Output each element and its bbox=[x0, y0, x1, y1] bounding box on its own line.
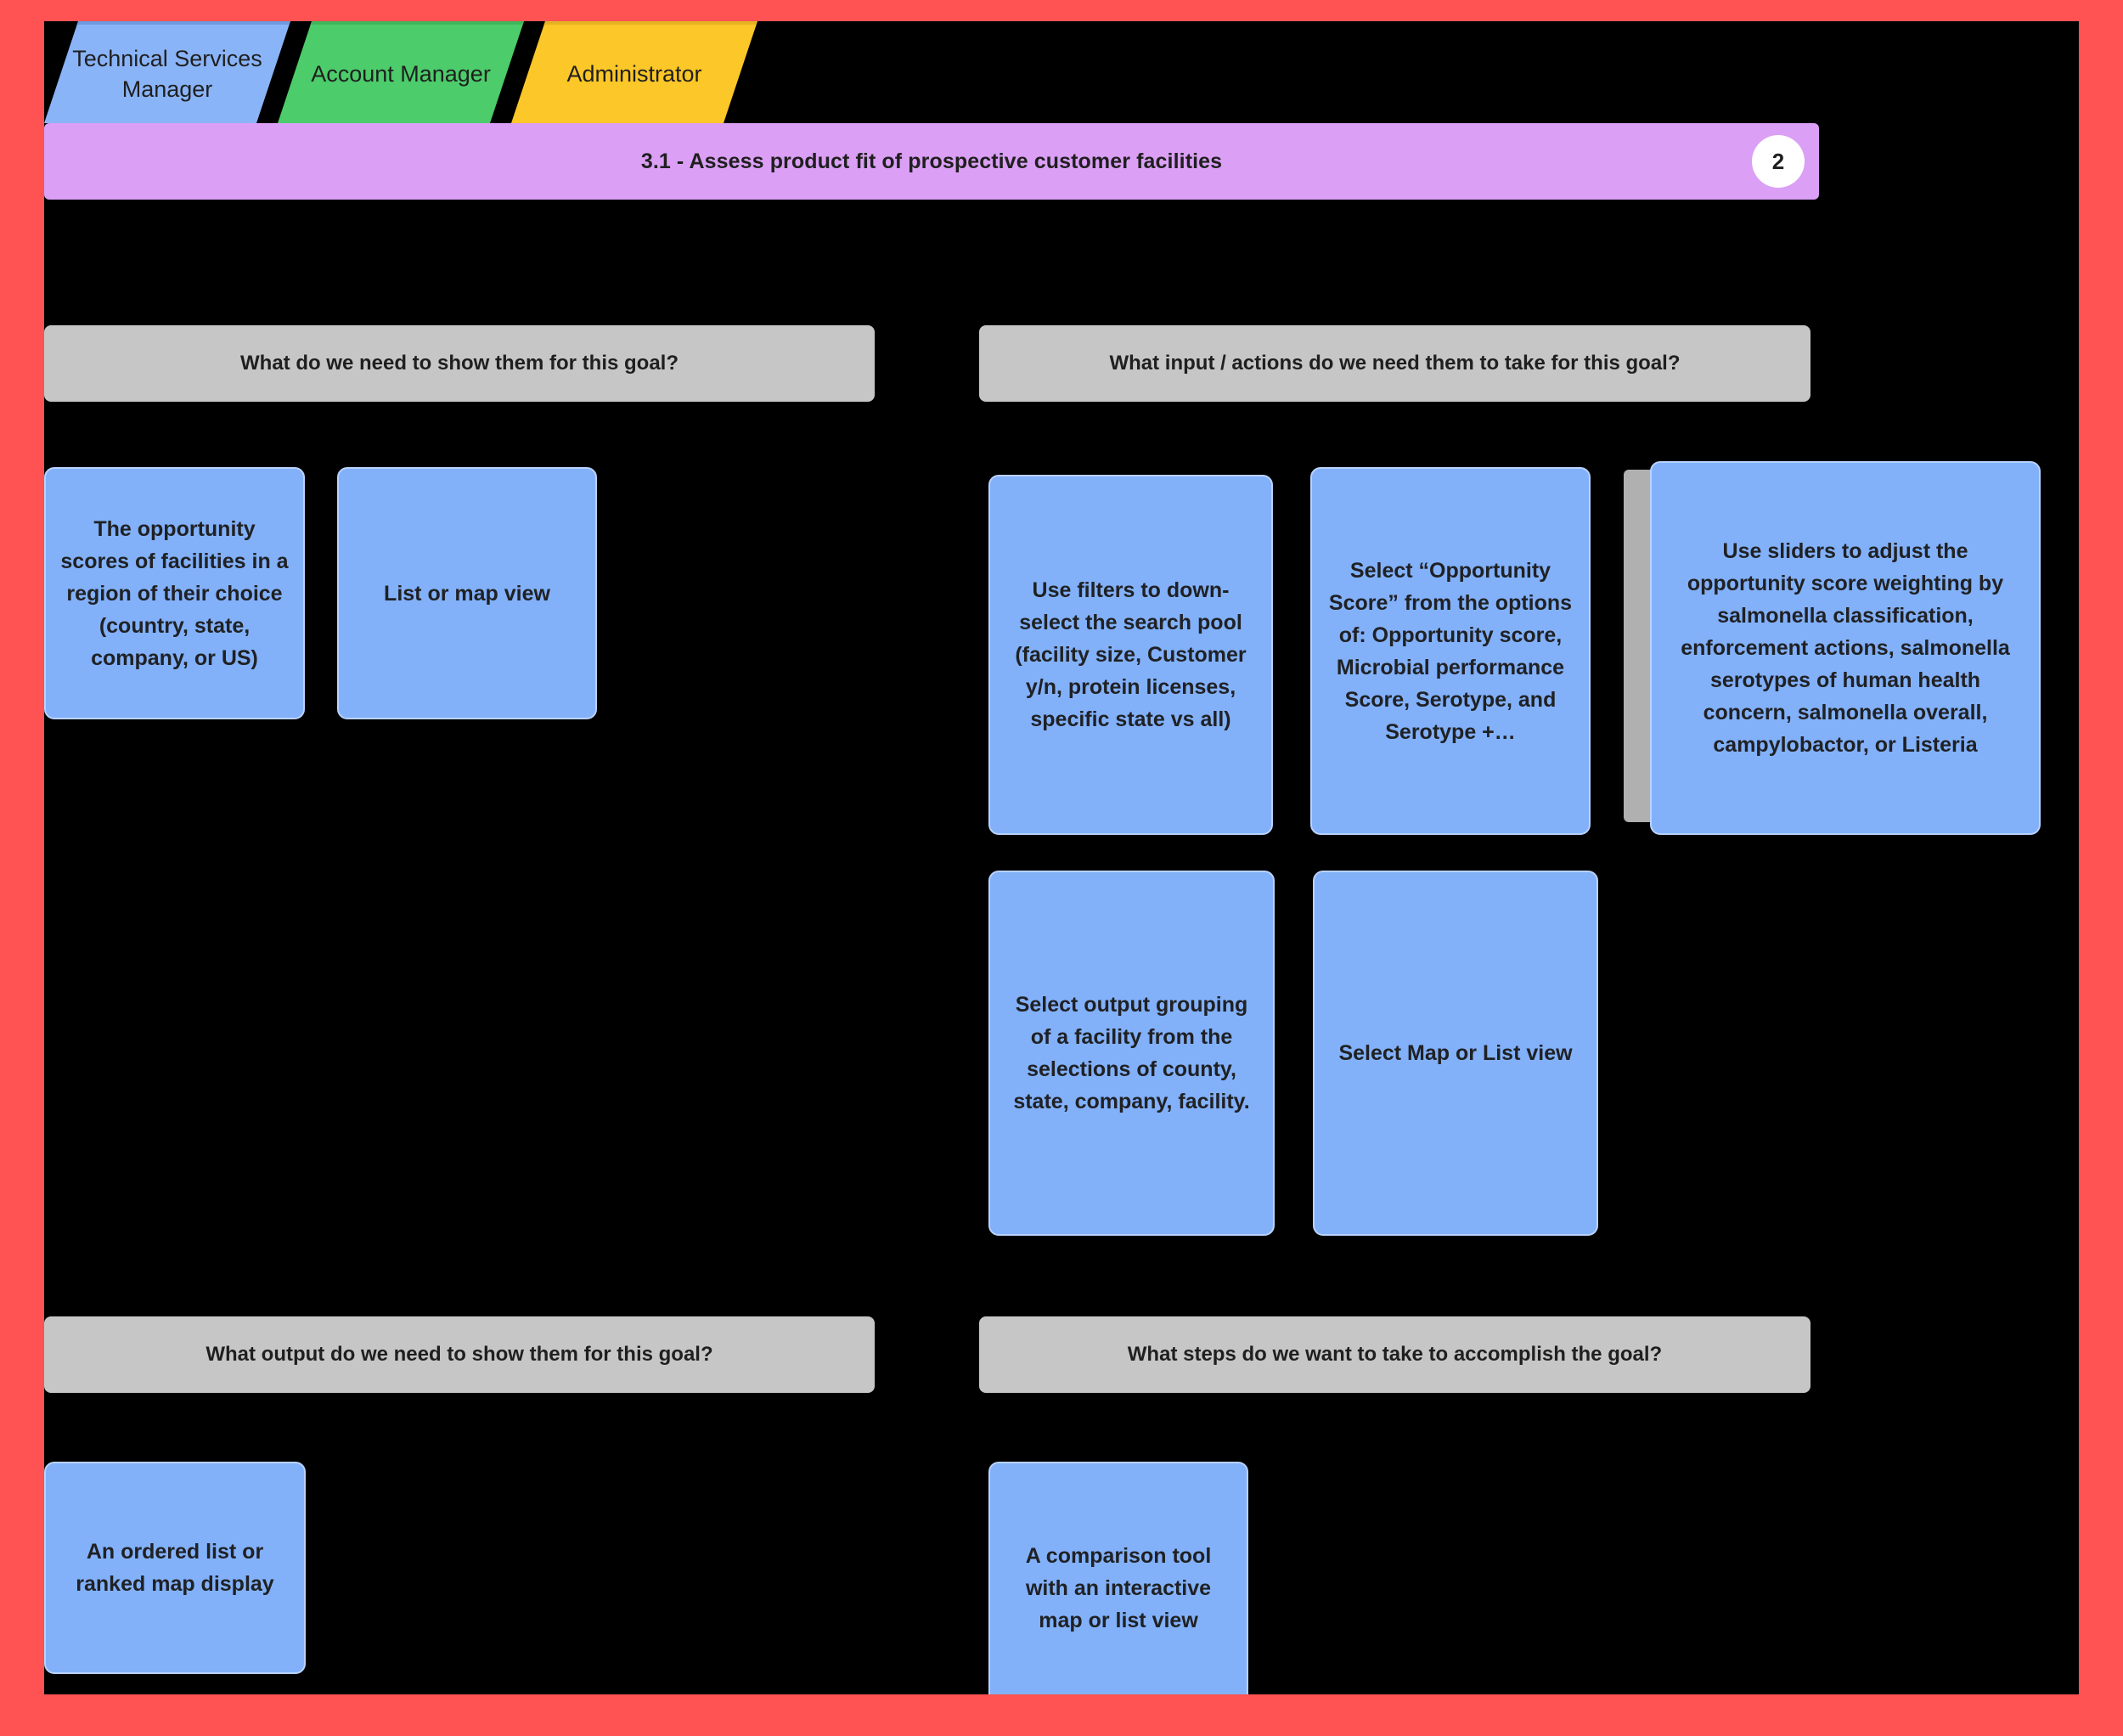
goal-count-badge[interactable]: 2 bbox=[1752, 135, 1805, 188]
section-header-output[interactable]: What output do we need to show them for … bbox=[44, 1316, 875, 1393]
section-header-label: What do we need to show them for this go… bbox=[240, 352, 679, 375]
board-canvas: Technical Services Manager Account Manag… bbox=[44, 21, 2079, 1694]
goal-title: 3.1 - Assess product fit of prospective … bbox=[640, 149, 1223, 173]
persona-tab-technical-services-manager[interactable]: Technical Services Manager bbox=[44, 21, 290, 123]
section-header-label: What output do we need to show them for … bbox=[206, 1343, 713, 1366]
persona-tab-label: Administrator bbox=[566, 60, 702, 87]
sticky-note-text: Select output grouping of a facility fro… bbox=[1013, 993, 1250, 1113]
section-header-input[interactable]: What input / actions do we need them to … bbox=[979, 325, 1810, 402]
sticky-note-text: Select Map or List view bbox=[1338, 1041, 1573, 1065]
section-header-steps[interactable]: What steps do we want to take to accompl… bbox=[979, 1316, 1810, 1393]
sticky-note-text: Select “Opportunity Score” from the opti… bbox=[1328, 558, 1573, 744]
sticky-note[interactable]: A comparison tool with an interactive ma… bbox=[988, 1462, 1248, 1694]
sticky-note[interactable]: An ordered list or ranked map display bbox=[44, 1462, 306, 1674]
section-header-label: What steps do we want to take to accompl… bbox=[1127, 1343, 1663, 1366]
persona-tab-label: Technical Services Manager bbox=[72, 45, 262, 102]
sticky-note-text: List or map view bbox=[384, 581, 550, 606]
sticky-note-text: A comparison tool with an interactive ma… bbox=[1025, 1543, 1212, 1632]
sticky-note-text: Use sliders to adjust the opportunity sc… bbox=[1681, 539, 2010, 757]
persona-tab-account-manager[interactable]: Account Manager bbox=[278, 21, 524, 123]
sticky-note[interactable]: Select “Opportunity Score” from the opti… bbox=[1310, 467, 1591, 835]
sticky-note-text: An ordered list or ranked map display bbox=[76, 1540, 274, 1596]
sticky-note[interactable]: The opportunity scores of facilities in … bbox=[44, 467, 305, 719]
sticky-note-text: Use filters to down-select the search po… bbox=[1015, 578, 1247, 731]
goal-header-bar[interactable]: 3.1 - Assess product fit of prospective … bbox=[44, 123, 1819, 200]
sticky-note[interactable]: Use filters to down-select the search po… bbox=[988, 475, 1273, 835]
persona-tab-administrator[interactable]: Administrator bbox=[511, 21, 757, 123]
sticky-note[interactable]: Select Map or List view bbox=[1313, 871, 1598, 1236]
sticky-note-text: The opportunity scores of facilities in … bbox=[60, 516, 289, 670]
sticky-note[interactable]: List or map view bbox=[337, 467, 597, 719]
persona-tab-label: Account Manager bbox=[311, 60, 491, 87]
section-header-show[interactable]: What do we need to show them for this go… bbox=[44, 325, 875, 402]
sticky-note[interactable]: Select output grouping of a facility fro… bbox=[988, 871, 1275, 1236]
sticky-note[interactable]: Use sliders to adjust the opportunity sc… bbox=[1650, 461, 2041, 835]
section-header-label: What input / actions do we need them to … bbox=[1109, 352, 1681, 375]
